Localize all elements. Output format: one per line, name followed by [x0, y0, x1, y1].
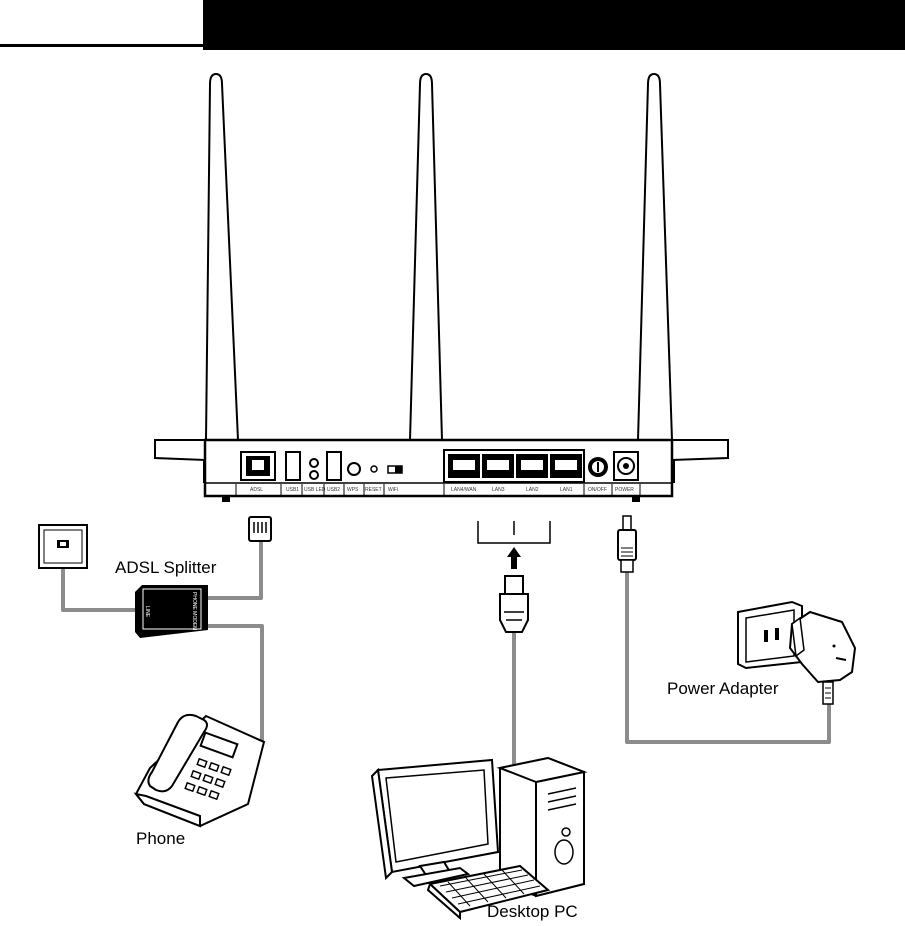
usb2-port — [327, 452, 341, 480]
router-right-wing — [672, 440, 728, 460]
lan4-wan-port — [448, 454, 480, 478]
wall-phone-jack — [39, 525, 87, 568]
lan-ports — [444, 450, 584, 482]
port-label: LAN3 — [492, 487, 505, 493]
pc-monitor — [372, 760, 498, 886]
telephone — [136, 715, 264, 826]
usb1-port — [286, 452, 300, 480]
port-label: RESET — [365, 487, 382, 493]
right-antenna — [638, 74, 674, 482]
adsl-splitter: LINE PHONE MODEM — [135, 585, 208, 638]
router: ADSL USB1 USB LED USB2 WPS RESET WiFi LA… — [155, 440, 728, 502]
port-label: POWER — [615, 487, 634, 493]
up-arrow-icon — [507, 547, 521, 569]
usb-led-2 — [310, 471, 318, 479]
router-left-wing — [155, 440, 205, 460]
desktop-pc — [372, 758, 584, 918]
center-antenna — [410, 74, 442, 482]
splitter-phone-modem-label: PHONE MODEM — [191, 592, 197, 630]
port-label: ADSL — [250, 487, 263, 493]
port-label: WiFi — [388, 487, 398, 493]
port-label: USB1 — [286, 487, 299, 493]
antennas — [204, 74, 674, 482]
lan3-port — [482, 454, 514, 478]
port-label: LAN4/WAN — [451, 487, 477, 493]
usb-led-1 — [310, 459, 318, 467]
lan2-port — [516, 454, 548, 478]
port-label: USB2 — [327, 487, 340, 493]
adsl-port — [241, 452, 275, 480]
port-label: WPS — [347, 487, 359, 493]
power-adapter-label: Power Adapter — [667, 679, 779, 698]
lan-connection-indicator — [478, 521, 550, 543]
rj45-plug — [500, 576, 528, 632]
lan1-port — [550, 454, 582, 478]
power-jack — [614, 452, 638, 480]
port-label: ON/OFF — [588, 487, 607, 493]
on-off-button — [588, 457, 608, 477]
splitter-line-label: LINE — [144, 606, 150, 618]
rj11-plug — [249, 517, 271, 541]
dc-power-plug — [618, 516, 636, 572]
phone-label: Phone — [136, 829, 185, 848]
desktop-pc-label: Desktop PC — [487, 902, 578, 921]
wps-button — [348, 463, 360, 475]
left-antenna — [204, 74, 240, 482]
port-label: LAN2 — [526, 487, 539, 493]
splitter-label: ADSL Splitter — [115, 558, 217, 577]
port-label: USB LED — [304, 487, 326, 493]
power-adapter — [790, 612, 855, 704]
reset-hole — [371, 466, 377, 472]
port-label: LAN1 — [560, 487, 573, 493]
